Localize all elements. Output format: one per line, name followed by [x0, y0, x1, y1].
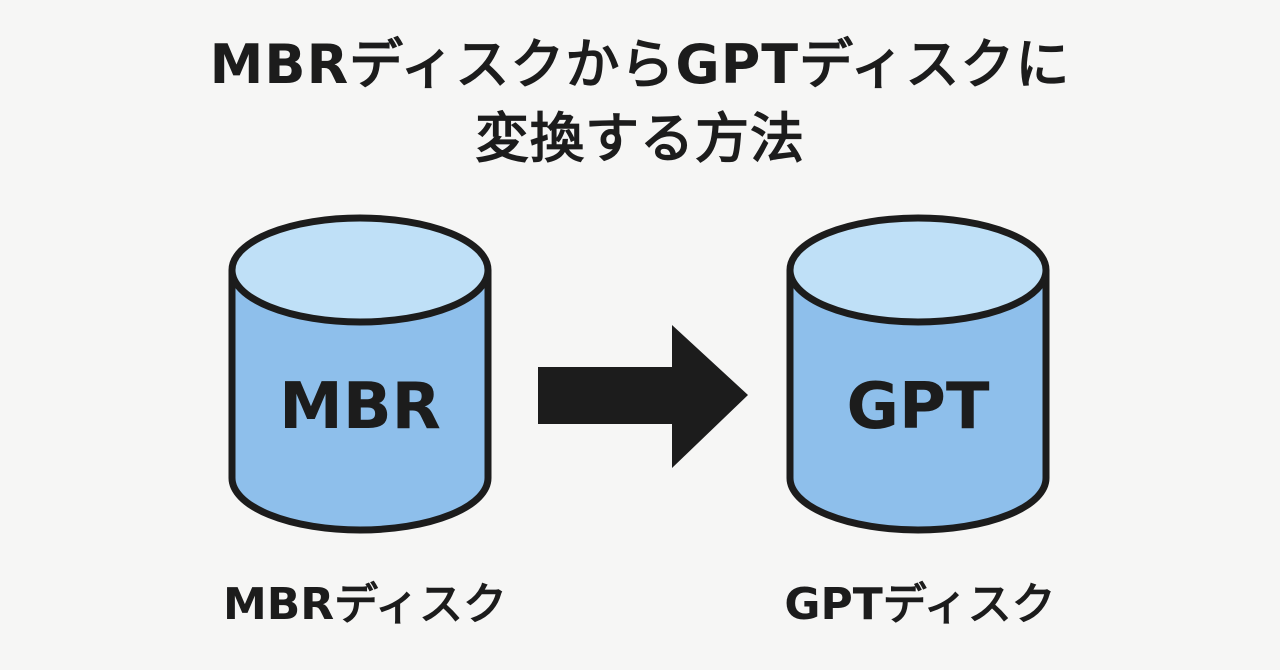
gpt-disk-body: [786, 270, 1050, 534]
page-title: MBRディスクからGPTディスクに 変換する方法: [0, 28, 1280, 176]
arrow-right-icon: [538, 325, 748, 468]
mbr-disk-body: [228, 270, 492, 534]
mbr-disk-top: [228, 214, 492, 326]
gpt-disk-icon: GPT: [786, 214, 1050, 534]
gpt-disk-top: [786, 214, 1050, 326]
gpt-disk-label: GPT: [846, 370, 989, 444]
gpt-disk-caption: GPTディスク: [784, 579, 1056, 630]
title-line-2: 変換する方法: [475, 107, 805, 170]
title-line-1: MBRディスクからGPTディスクに: [209, 33, 1071, 96]
mbr-disk-label: MBR: [279, 370, 441, 444]
mbr-disk-icon: MBR: [228, 214, 492, 534]
mbr-disk-caption: MBRディスク: [222, 579, 508, 630]
